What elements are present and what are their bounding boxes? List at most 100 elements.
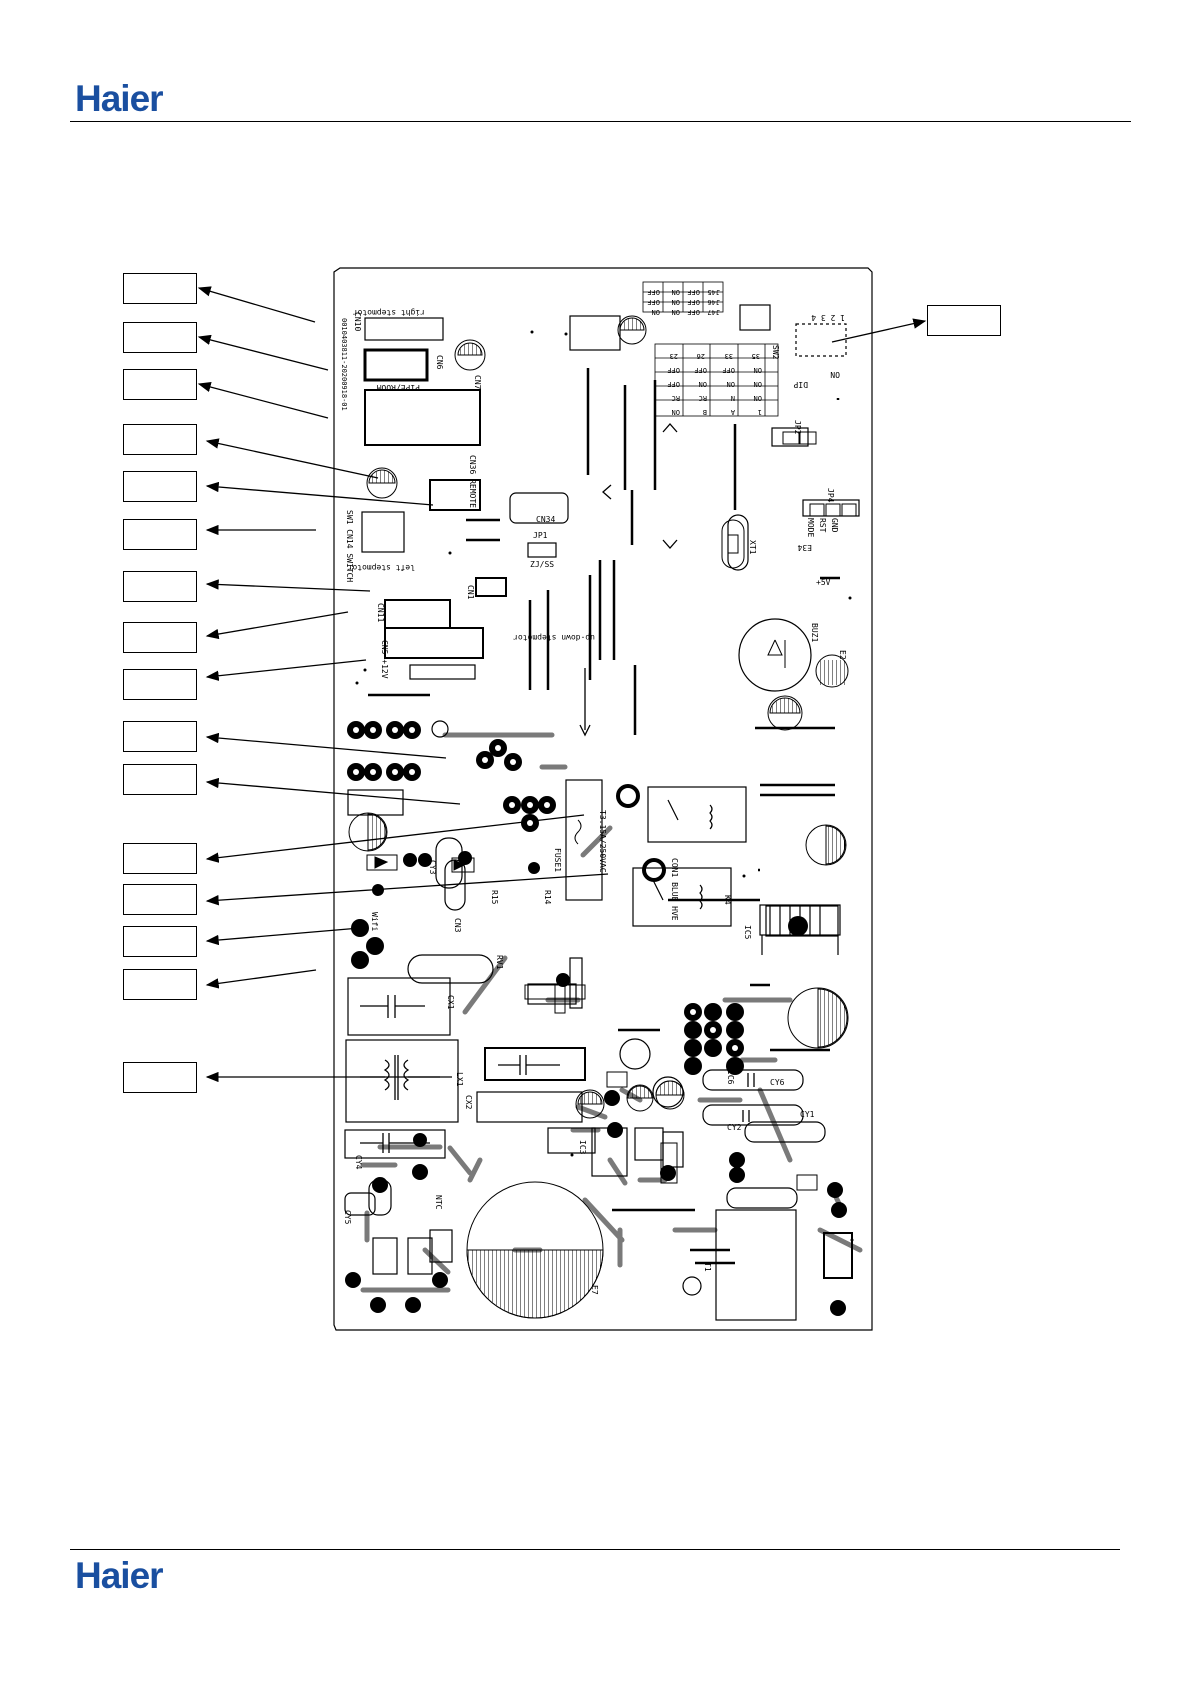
callout-box-1 — [123, 273, 197, 304]
capacitors — [348, 315, 849, 1319]
arrow-7 — [205, 579, 371, 592]
label-mode: MODE — [806, 518, 815, 537]
svg-text:RC: RC — [699, 394, 707, 402]
arrow-14 — [205, 927, 361, 946]
svg-text:B: B — [703, 408, 707, 416]
label-cn6: CN6 — [435, 355, 444, 370]
label-plus12v: CN5 +12V — [380, 640, 389, 679]
arrow-3 — [197, 381, 329, 419]
label-cn3: CN3 — [453, 918, 462, 933]
label-ic3: IC3 — [578, 1140, 587, 1155]
svg-text:N: N — [731, 394, 735, 402]
svg-text:J46: J46 — [707, 298, 720, 306]
svg-text:ON: ON — [754, 380, 762, 388]
label-wifi: Wifi — [370, 912, 379, 931]
label-cy3: CY3 — [428, 860, 437, 875]
arrow-15 — [205, 969, 317, 989]
svg-text:ON: ON — [754, 366, 762, 374]
label-e2: E2 — [838, 650, 847, 660]
dip-table-text: J45 OFF ON OFF J46 OFF ON OFF J47 OFF ON… — [647, 288, 762, 416]
label-xt1: XT1 — [748, 540, 757, 555]
label-dip-numbers: 1 2 3 4 — [811, 313, 845, 322]
label-serial: 0010403811-20200918-01 — [340, 318, 348, 411]
header-rule — [70, 121, 1131, 122]
svg-text:ON: ON — [672, 308, 680, 316]
label-cx2: CX2 — [464, 1095, 473, 1110]
callout-box-8 — [123, 622, 197, 653]
arrow-right — [831, 318, 927, 343]
label-zjss: ZJ/SS — [530, 560, 554, 569]
svg-text:OFF: OFF — [647, 288, 660, 296]
arrow-13 — [205, 873, 609, 906]
callout-box-right — [927, 305, 1001, 336]
svg-text:26: 26 — [697, 352, 705, 360]
callout-box-5 — [123, 471, 197, 502]
label-cx1: CX1 — [446, 995, 455, 1010]
label-cy4: CY4 — [354, 1155, 363, 1170]
callout-box-16 — [123, 1062, 197, 1093]
callout-box-10 — [123, 721, 197, 752]
label-cn7: CN7 — [473, 375, 482, 390]
svg-text:OFF: OFF — [687, 298, 700, 306]
label-plus5v: +5V — [816, 578, 831, 587]
label-jp2: JP2 — [793, 420, 802, 435]
arrow-8 — [205, 611, 349, 640]
callout-box-2 — [123, 322, 197, 353]
label-ntc: NTC — [434, 1195, 443, 1210]
svg-text:ON: ON — [652, 308, 660, 316]
callout-box-6 — [123, 519, 197, 550]
arrow-11 — [205, 777, 461, 805]
svg-text:ON: ON — [672, 288, 680, 296]
label-k4: K4 — [723, 895, 732, 905]
svg-text:35: 35 — [752, 352, 760, 360]
label-gnd: GND — [830, 518, 839, 533]
svg-text:J45: J45 — [707, 288, 720, 296]
callout-box-7 — [123, 571, 197, 602]
callout-box-13 — [123, 884, 197, 915]
label-con1: CON1 BLUE HVE — [670, 858, 679, 921]
callout-box-12 — [123, 843, 197, 874]
svg-text:OFF: OFF — [667, 380, 680, 388]
haier-logo-bottom: Haier — [75, 1555, 164, 1596]
label-buz1: BUZ1 — [810, 623, 819, 642]
label-cn1: CN1 — [466, 585, 475, 600]
arrow-5 — [205, 481, 434, 506]
connectors — [344, 304, 860, 1321]
label-cy5: CY5 — [343, 1210, 352, 1225]
svg-text:ON: ON — [672, 408, 680, 416]
svg-text:OFF: OFF — [694, 366, 707, 374]
label-left-stepmotor: left stepmotor — [347, 563, 415, 572]
label-right-stepmotor: right stepmotor — [353, 308, 425, 317]
label-pipe-room: PIPE/ROOM — [376, 383, 420, 392]
svg-text:OFF: OFF — [667, 366, 680, 374]
svg-text:OFF: OFF — [687, 288, 700, 296]
footer-rule — [70, 1549, 1120, 1550]
label-on: ON — [830, 370, 840, 379]
arrow-10 — [205, 732, 447, 759]
callout-box-15 — [123, 969, 197, 1000]
buzzer-outline — [738, 618, 812, 692]
label-cn11: CN11 — [376, 603, 385, 622]
label-ic5: IC5 — [743, 925, 752, 940]
svg-text:23: 23 — [670, 352, 678, 360]
label-r15: R15 — [490, 890, 499, 905]
svg-text:ON: ON — [699, 380, 707, 388]
svg-text:OFF: OFF — [647, 298, 660, 306]
pads — [345, 721, 847, 1316]
callout-box-14 — [123, 926, 197, 957]
callout-box-9 — [123, 669, 197, 700]
label-e34: E34 — [797, 543, 812, 552]
svg-text:OFF: OFF — [722, 366, 735, 374]
label-cy6: CY6 — [770, 1078, 785, 1087]
label-sw2: SW2 — [771, 345, 780, 360]
label-t1: T1 — [703, 1262, 712, 1272]
label-dip: DIP — [793, 380, 808, 389]
svg-text:ON: ON — [754, 394, 762, 402]
label-fuse-id: FUSE1 — [553, 848, 562, 872]
arrow-2 — [197, 334, 329, 371]
label-fuse: T3.15A/250VAC — [598, 810, 607, 873]
jumpers — [368, 368, 840, 1265]
label-rv1: RV1 — [495, 955, 504, 970]
label-e7: E7 — [590, 1285, 599, 1295]
